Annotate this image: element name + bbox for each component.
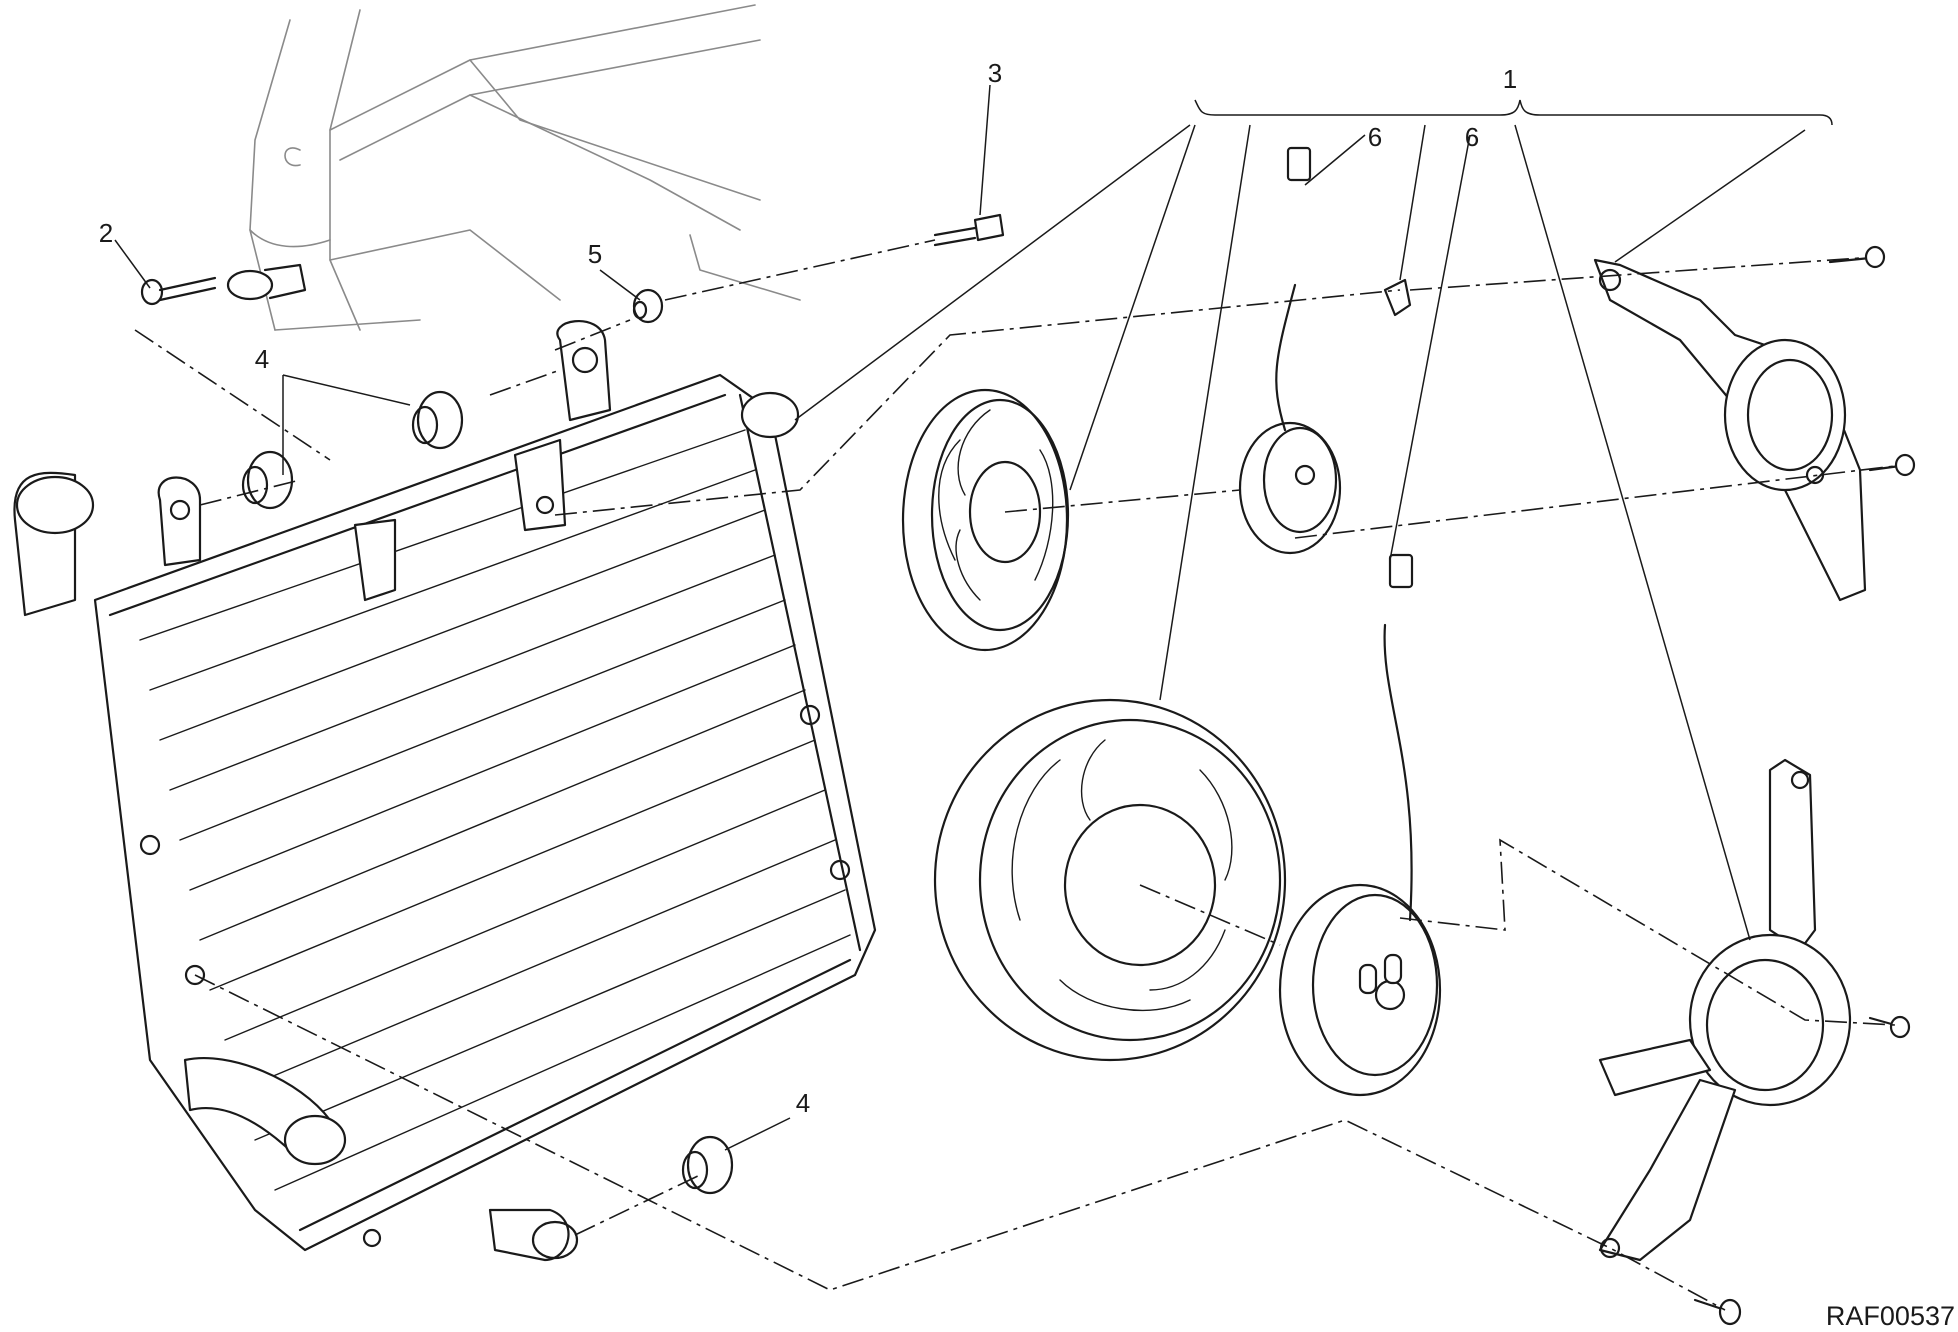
grommet-5 xyxy=(632,288,664,324)
screw-lower-right xyxy=(1868,1015,1911,1039)
callout-6-left: 6 xyxy=(1368,122,1382,152)
spacer-and-bolt xyxy=(226,263,307,301)
callout-2: 2 xyxy=(99,218,113,248)
bolt-2 xyxy=(140,276,217,306)
assembly-lines xyxy=(134,239,1896,1311)
callout-6-right: 6 xyxy=(1465,122,1479,152)
nut xyxy=(1383,278,1412,317)
frame-tubes xyxy=(249,4,801,331)
screw-bottom xyxy=(1693,1298,1742,1326)
large-fan xyxy=(933,698,1287,1062)
screw-mid-right xyxy=(1868,453,1916,477)
rubber-mount-4-upper xyxy=(411,390,464,450)
callout-1: 1 xyxy=(1503,64,1517,94)
rubber-mount-4-left xyxy=(241,450,294,510)
large-fan-motor xyxy=(1278,553,1442,1097)
bolt-3 xyxy=(933,213,1005,247)
small-fan xyxy=(901,388,1070,652)
leader-lines xyxy=(114,84,1833,1151)
callout-4-upper: 4 xyxy=(255,344,269,374)
callout-3: 3 xyxy=(988,58,1002,88)
callout-4-lower: 4 xyxy=(796,1088,810,1118)
rubber-mount-4-lower xyxy=(681,1135,734,1195)
upper-fan-bracket xyxy=(1593,258,1867,602)
callout-labels: 1 2 3 4 4 5 6 6 xyxy=(99,58,1517,1118)
radiator-fins xyxy=(139,429,851,1191)
lower-fan-bracket xyxy=(1598,758,1852,1262)
callout-5: 5 xyxy=(588,239,602,269)
screw-upper-right xyxy=(1828,245,1886,269)
radiator xyxy=(13,319,877,1262)
drawing-reference-code: RAF00537 xyxy=(1826,1301,1955,1331)
small-fan-motor xyxy=(1238,146,1342,555)
